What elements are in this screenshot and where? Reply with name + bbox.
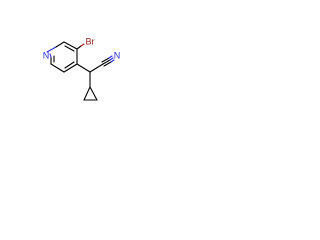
bromine-label: Br	[86, 36, 95, 46]
bond-c2-c3	[63, 41, 78, 50]
bond-c2-c3-inner	[64, 45, 75, 52]
bond-n1-c2-carbon	[55, 41, 65, 48]
bond-c5-c6	[50, 63, 65, 73]
pyridine-ring	[46, 41, 78, 73]
cyclopropyl-bond-3	[89, 86, 98, 101]
nitrile-triple-bond	[101, 55, 115, 67]
nitrile-bond-3-n	[110, 59, 115, 63]
molecule-structure: N Br N	[43, 36, 121, 101]
nitrile-bond-2	[101, 57, 110, 63]
nitrile-bond-3	[103, 61, 112, 67]
bond-c4-c5	[63, 63, 78, 73]
bond-c6-n1-n	[49, 53, 52, 58]
cyclopropyl-ring	[83, 86, 98, 101]
bond-n1-c2	[46, 46, 57, 53]
cyclopropyl-bond-1	[83, 86, 91, 101]
nitrile-bond-1-n	[109, 57, 114, 61]
nitrile-bond-2-n	[108, 55, 113, 59]
bond-ch-cn-carbon	[89, 63, 104, 73]
nitrile-nitrogen-label: N	[114, 50, 121, 60]
nitrile-bond-1	[102, 59, 111, 65]
bond-c4-ch	[76, 63, 91, 73]
bond-c4-c5-inner	[64, 61, 75, 69]
bond-c3-br	[76, 45, 82, 50]
pyridine-nitrogen-label: N	[43, 50, 50, 60]
bond-c3-br-colored	[80, 43, 85, 47]
